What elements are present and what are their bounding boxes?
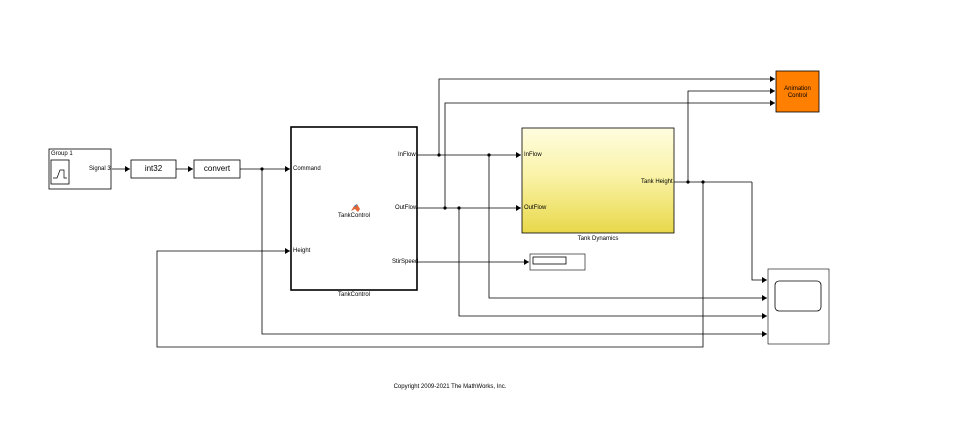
tank-control-caption: TankControl [337, 292, 370, 298]
line-inflow-to-scope[interactable] [488, 155, 767, 301]
animation-label-line2: Control [787, 93, 808, 99]
tank-control-center-label: TankControl [338, 213, 371, 219]
scope-block[interactable] [767, 268, 830, 345]
convert-block[interactable] [193, 159, 241, 179]
tank-dynamics-block[interactable] [521, 127, 675, 234]
tank-control-block[interactable] [290, 126, 418, 291]
port-outflow-out: OutFlow [395, 205, 418, 211]
line-height-to-animation[interactable] [687, 88, 775, 182]
line-outflow-to-scope[interactable] [458, 208, 767, 319]
signal-builder-block[interactable] [48, 148, 112, 190]
animation-label-line1: Animation [784, 86, 811, 92]
line-command-to-scope[interactable] [261, 169, 767, 337]
animation-control-block[interactable] [775, 70, 820, 113]
int32-label: int32 [144, 164, 163, 173]
port-stirspeed-out: StirSpeed [392, 259, 419, 265]
int32-block[interactable] [130, 159, 177, 179]
signal-builder-group-label: Group 1 [51, 151, 73, 157]
scope-screen [774, 280, 822, 312]
copyright-text: Copyright 2009-2021 The MathWorks, Inc. [393, 384, 507, 390]
signal-builder-port-label: Signal 3 [89, 166, 111, 172]
convert-label: convert [203, 164, 231, 173]
line-height-feedback[interactable] [156, 182, 704, 348]
port-height: Height [293, 248, 311, 254]
port-command: Command [293, 166, 321, 172]
tank-port-outflow: OutFlow [524, 205, 547, 211]
line-outflow-to-animation[interactable] [444, 100, 775, 208]
line-height-to-scope[interactable] [751, 182, 767, 283]
signal-builder-icon [50, 159, 70, 185]
matlab-icon [351, 204, 360, 212]
tank-dynamics-caption: Tank Dynamics [577, 236, 619, 242]
tank-port-inflow: InFlow [524, 152, 542, 158]
tank-port-height: Tank Height [641, 179, 673, 185]
port-inflow-out: InFlow [398, 152, 416, 158]
stirspeed-display-block[interactable] [529, 253, 586, 271]
line-inflow-to-animation[interactable] [438, 76, 775, 155]
